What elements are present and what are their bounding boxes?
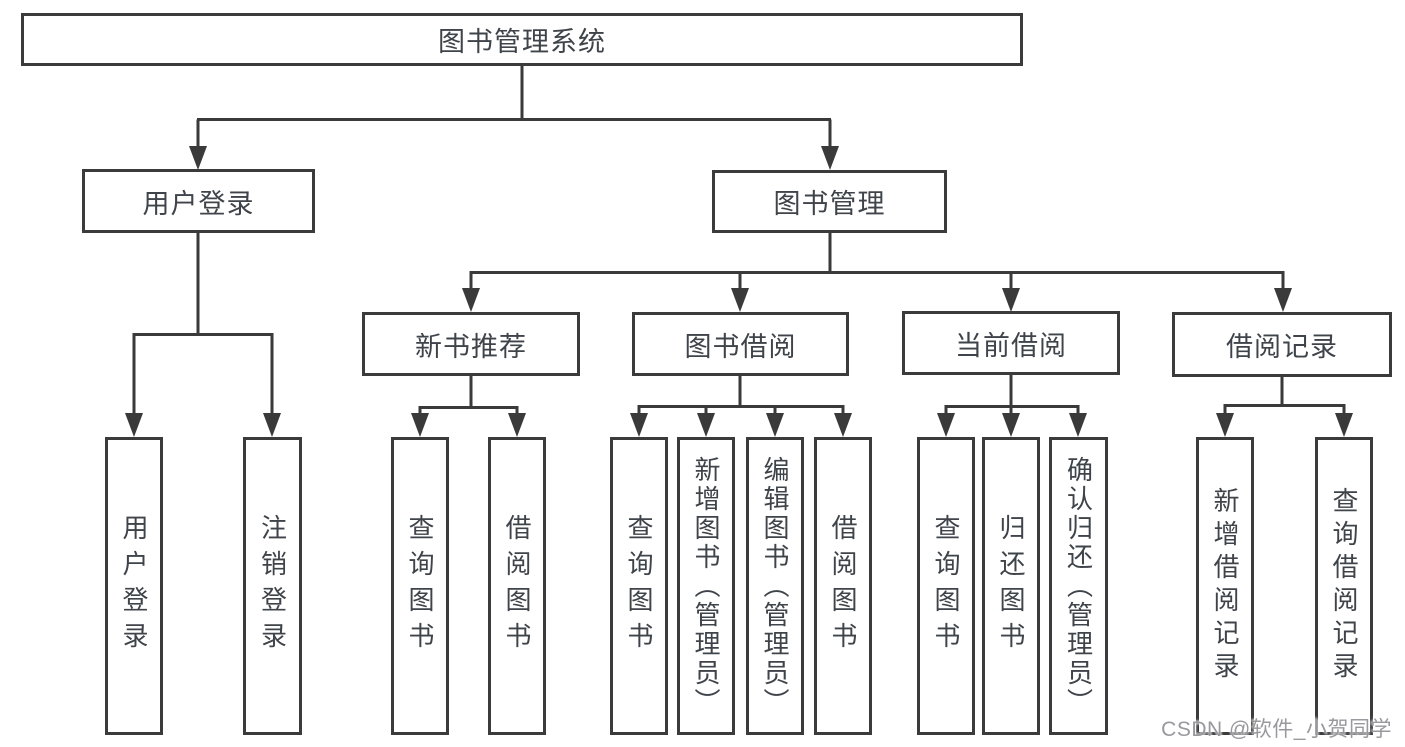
- leaf-query-book-current-label: 查询图书: [931, 514, 961, 658]
- leaf-user-login-label: 用户登录: [119, 514, 149, 658]
- leaf-query-book-borrow-label: 查询图书: [624, 514, 654, 658]
- leaf-query-borrow-record-label: 查询借阅记录: [1329, 487, 1359, 685]
- leaf-borrow-book-label: 借阅图书: [828, 514, 858, 658]
- leaf-add-book-admin: 新增图书（管理员）: [677, 437, 735, 735]
- leaf-borrow-book-newrec: 借阅图书: [488, 437, 546, 735]
- leaf-query-book-newrec: 查询图书: [391, 437, 449, 735]
- leaf-add-book-admin-label: 新增图书（管理员）: [691, 455, 721, 717]
- node-borrow-record: 借阅记录: [1172, 312, 1392, 377]
- leaf-logout-label: 注销登录: [257, 514, 288, 658]
- leaf-confirm-return-admin-label: 确认归还（管理员）: [1063, 455, 1094, 717]
- leaf-query-book-current: 查询图书: [917, 437, 975, 735]
- node-book-mgmt-branch: 图书管理: [712, 170, 947, 233]
- node-current-borrow: 当前借阅: [902, 311, 1120, 375]
- leaf-add-borrow-record: 新增借阅记录: [1196, 437, 1254, 735]
- leaf-borrow-book-newrec-label: 借阅图书: [502, 514, 532, 658]
- leaf-add-borrow-record-label: 新增借阅记录: [1210, 487, 1240, 685]
- csdn-watermark: CSDN @软件_小贺同学: [1161, 718, 1392, 741]
- leaf-confirm-return-admin: 确认归还（管理员）: [1049, 437, 1108, 735]
- node-book-borrow: 图书借阅: [632, 312, 849, 376]
- leaf-return-book: 归还图书: [982, 437, 1040, 735]
- leaf-borrow-book: 借阅图书: [814, 437, 872, 735]
- leaf-logout: 注销登录: [243, 437, 302, 735]
- leaf-query-borrow-record: 查询借阅记录: [1315, 437, 1373, 735]
- node-new-book-recommend: 新书推荐: [362, 312, 580, 376]
- node-root: 图书管理系统: [21, 13, 1023, 66]
- node-user-login-branch: 用户登录: [82, 169, 315, 233]
- leaf-query-book-newrec-label: 查询图书: [405, 514, 435, 658]
- leaf-user-login: 用户登录: [105, 437, 163, 735]
- leaf-query-book-borrow: 查询图书: [610, 437, 668, 735]
- leaf-edit-book-admin: 编辑图书（管理员）: [746, 437, 804, 735]
- leaf-edit-book-admin-label: 编辑图书（管理员）: [760, 455, 790, 717]
- leaf-return-book-label: 归还图书: [996, 514, 1026, 658]
